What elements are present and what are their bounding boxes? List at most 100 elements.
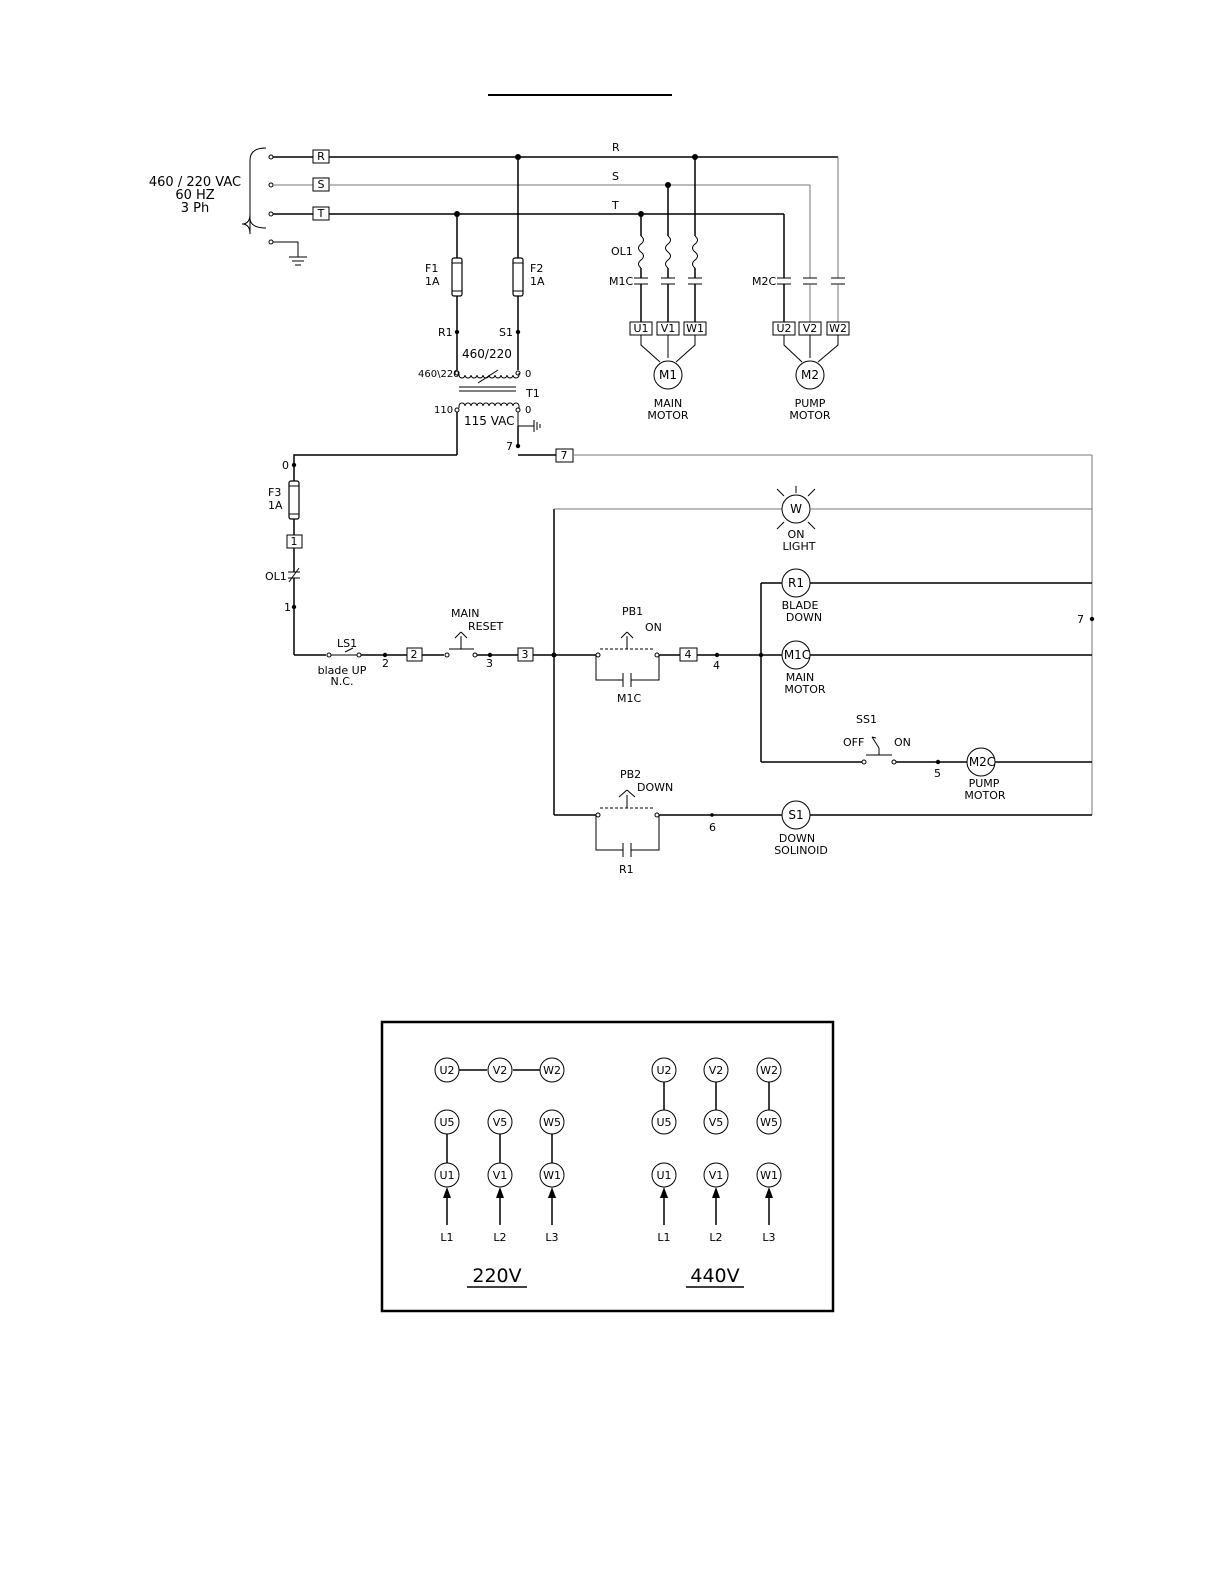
connection-220v: [434, 1057, 565, 1225]
terminal-v1: V1: [661, 322, 676, 335]
c440-top-3: W2: [760, 1064, 778, 1077]
transformer-ratio: 460/220: [462, 347, 512, 361]
fuse-f1: [451, 257, 463, 297]
c220-top-1: U2: [439, 1064, 454, 1077]
c440-line-2: L2: [709, 1231, 722, 1244]
transformer-tap-left: 460\220: [418, 369, 460, 380]
c440-top-2: V2: [709, 1064, 724, 1077]
pb2-label: PB2: [620, 768, 641, 781]
m1c-aux-label: M1C: [617, 692, 641, 705]
connection-440v: [651, 1057, 782, 1225]
fuse-f1-rating: 1A: [425, 275, 440, 288]
relay-r1-label-2: DOWN: [786, 611, 822, 624]
pump-motor-leads: [783, 335, 839, 363]
c220-top-3: W2: [543, 1064, 561, 1077]
transformer-sec-left: 110: [434, 405, 453, 416]
on-light-label-1: ON: [788, 528, 805, 541]
c440-bot-1: U1: [656, 1169, 671, 1182]
ls1-label: LS1: [337, 637, 357, 650]
pushbutton-pb1: [595, 631, 660, 658]
c440-mid-3: W5: [760, 1116, 778, 1129]
node-2: 2: [382, 657, 389, 670]
supply-frequency: 60 HZ: [175, 188, 214, 203]
selector-switch-ss1: [861, 736, 897, 765]
fuse-f2-rating: 1A: [530, 275, 545, 288]
terminal-s-label: S: [318, 178, 325, 191]
supply-phase: 3 Ph: [181, 201, 209, 216]
on-light-label-2: LIGHT: [783, 540, 816, 553]
input-terminal-s: [268, 182, 274, 188]
pump-motor-coil-label-1: PUMP: [969, 777, 1000, 790]
bus-label-r: R: [612, 141, 620, 154]
node-5: 5: [934, 767, 941, 780]
transformer-name: T1: [525, 387, 540, 400]
fuse-f3: [288, 480, 300, 520]
c440-mid-2: V5: [709, 1116, 724, 1129]
transformer-r1: R1: [438, 326, 453, 339]
ground-symbol: [273, 241, 307, 266]
main-motor-symbol-label: M1: [659, 368, 677, 382]
c440-line-3: L3: [762, 1231, 775, 1244]
supply-brace: [241, 147, 267, 235]
c440-bot-3: W1: [760, 1169, 778, 1182]
pb1-on: ON: [645, 621, 662, 634]
fuse-f2: [512, 257, 524, 297]
relay-r1-label-1: BLADE: [782, 599, 819, 612]
node-7-right: 7: [1077, 613, 1084, 626]
wire2-label: 2: [411, 648, 418, 661]
wire1-label: 1: [291, 535, 298, 548]
fuse-f3-rating: 1A: [268, 499, 283, 512]
on-light-symbol: W: [790, 502, 802, 516]
fuse-f2-name: F2: [530, 262, 543, 275]
pb2-down: DOWN: [637, 781, 673, 794]
r1-aux-label: R1: [619, 863, 634, 876]
transformer-sec-right: 0: [525, 405, 531, 416]
terminal-r-label: R: [317, 150, 325, 163]
main-reset-label-1: MAIN: [451, 607, 480, 620]
main-motor-coil-label-1: MAIN: [786, 671, 815, 684]
ss1-label: SS1: [856, 713, 877, 726]
main-motor-label-1: MAIN: [654, 397, 683, 410]
pump-motor-contactor: M2C: [752, 275, 776, 288]
pump-motor-symbol-label: M2: [801, 368, 819, 382]
transformer-t1: [454, 369, 521, 413]
main-motor-overload: OL1: [611, 245, 633, 258]
wire3-label: 3: [522, 648, 529, 661]
ss1-off: OFF: [843, 736, 864, 749]
transformer-node7: 7: [506, 440, 513, 453]
node-1: 1: [284, 601, 291, 614]
pump-motor-label-2: MOTOR: [789, 409, 831, 422]
ss1-on: ON: [894, 736, 911, 749]
main-motor-leads: [640, 335, 696, 363]
c220-top-2: V2: [493, 1064, 508, 1077]
r1-seal-wire: [595, 815, 660, 851]
node-3: 3: [486, 657, 493, 670]
node-6: 6: [709, 821, 716, 834]
terminal-u2: U2: [776, 322, 791, 335]
wire-0: [293, 454, 457, 481]
input-terminal-r: [268, 154, 274, 160]
main-motor-branch: [634, 157, 702, 322]
transformer-tap-right: 0: [525, 369, 531, 380]
main-motor-contactor: M1C: [609, 275, 633, 288]
fuse-f1-name: F1: [425, 262, 438, 275]
ls1-desc-2: N.C.: [331, 675, 354, 688]
pump-motor-label-1: PUMP: [795, 397, 826, 410]
ol1-label: OL1: [265, 570, 287, 583]
input-terminal-ground: [268, 239, 274, 245]
main-motor-coil-label-2: MOTOR: [784, 683, 826, 696]
c440-title: 440V: [690, 1265, 739, 1287]
c220-bot-2: V1: [493, 1169, 508, 1182]
main-reset-label-2: RESET: [468, 620, 504, 633]
c220-bot-3: W1: [543, 1169, 561, 1182]
c220-line-2: L2: [493, 1231, 506, 1244]
terminal-v2: V2: [803, 322, 818, 335]
main-motor-label-2: MOTOR: [647, 409, 689, 422]
transformer-secondary: 115 VAC: [464, 414, 515, 428]
fuse-f3-name: F3: [268, 486, 281, 499]
terminal-w2: W2: [829, 322, 847, 335]
c220-mid-2: V5: [493, 1116, 508, 1129]
terminal-w1: W1: [686, 322, 704, 335]
pump-motor-coil-label-2: MOTOR: [964, 789, 1006, 802]
wire4-label: 4: [685, 648, 692, 661]
